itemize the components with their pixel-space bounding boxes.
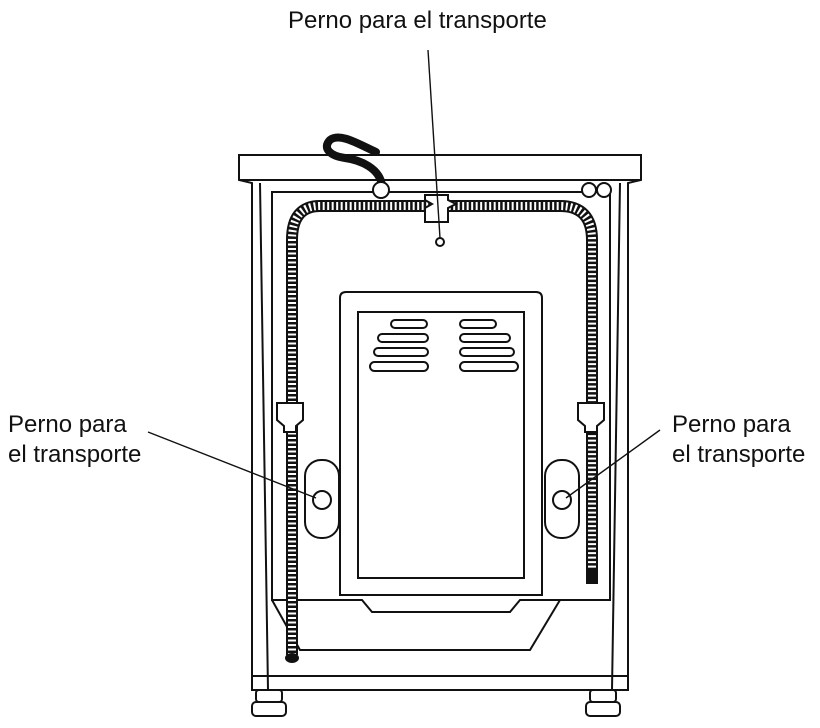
vent-right-3	[459, 347, 515, 357]
left-foot-base	[251, 701, 287, 717]
hose-clip-right	[577, 402, 605, 433]
vents	[369, 319, 519, 372]
inlet-valve-2	[596, 182, 612, 198]
transport-bolt-label-right-line1: Perno para	[672, 411, 791, 438]
leader-lines	[147, 49, 661, 499]
transport-bolt-label-left: Perno para el transporte	[8, 410, 141, 470]
service-panel	[339, 291, 543, 596]
feet	[251, 689, 621, 717]
hose-clip-left	[276, 402, 304, 433]
vent-left-1	[390, 319, 428, 329]
transport-bolt-label-left-line2: el transporte	[8, 441, 142, 468]
drain-hose-bottom	[285, 653, 299, 663]
lower-skirt	[271, 599, 561, 651]
vent-right-1	[459, 319, 497, 329]
transport-bolt-label-right-line2: el transporte	[672, 441, 806, 468]
transport-bolt-label-right: Perno para el transporte	[672, 410, 805, 470]
side-bolts	[304, 459, 580, 539]
left-foot	[255, 689, 283, 703]
vent-left-4	[369, 361, 429, 372]
leader-line-left	[147, 431, 317, 499]
vent-right-4	[459, 361, 519, 372]
inlet-valve-1	[581, 182, 597, 198]
right-foot	[589, 689, 617, 703]
cabinet-right-inner-edge	[611, 182, 621, 691]
vent-left-2	[377, 333, 429, 343]
power-cord	[322, 133, 390, 199]
transport-bolt-top	[435, 237, 445, 247]
inlet-valves	[581, 182, 612, 198]
transport-bolt-label-left-line1: Perno para	[8, 411, 127, 438]
transport-bolt-label-top: Perno para el transporte	[288, 7, 547, 34]
drain-hose-inner	[288, 202, 596, 655]
power-cord-line	[322, 133, 386, 190]
transport-bolt-right	[552, 490, 572, 510]
hose-clips	[276, 194, 605, 433]
service-panel-inner	[357, 311, 525, 579]
service-panel-outer	[339, 291, 543, 596]
transport-bolt-left	[312, 490, 332, 510]
drain-hose-end	[586, 570, 598, 584]
cord-grommet	[372, 181, 390, 199]
right-foot-base	[585, 701, 621, 717]
vent-left-3	[373, 347, 429, 357]
back-panel	[271, 191, 611, 613]
vent-right-2	[459, 333, 511, 343]
hose-clip-top	[424, 194, 459, 223]
cabinet-left-inner-edge	[259, 182, 269, 691]
leader-line-top	[427, 49, 441, 239]
drain-hose-outer	[286, 200, 598, 655]
leader-line-right	[565, 429, 661, 499]
